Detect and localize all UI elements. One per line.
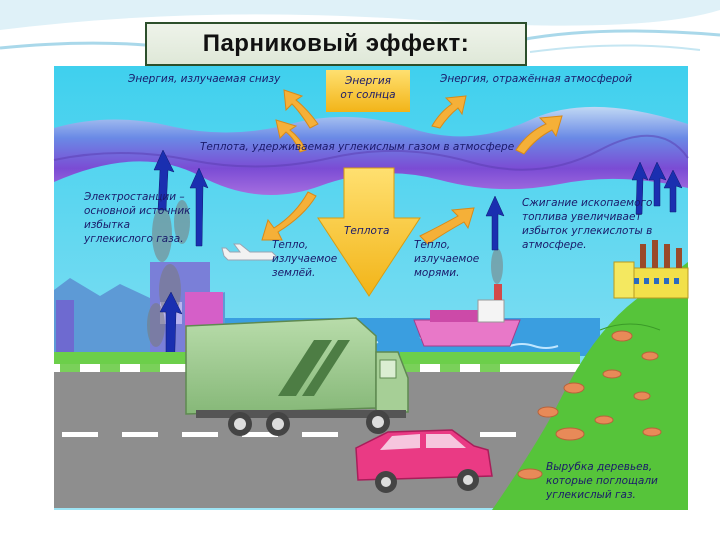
- cargo-ship: [413, 284, 521, 347]
- label-trees-1: Вырубка деревьев,: [546, 461, 652, 473]
- label-power-4: углекислого газа.: [83, 233, 184, 245]
- label-energy-reflected: Энергия, отражённая атмосферой: [439, 73, 632, 85]
- truck: [185, 317, 409, 436]
- label-heat: Теплота: [344, 225, 389, 237]
- sun-energy-arrow: [317, 70, 421, 297]
- label-energy-sun-2: от солнца: [340, 89, 395, 101]
- label-energy-sun-1: Энергия: [344, 75, 391, 87]
- reflected-arrows: [261, 89, 563, 245]
- label-power-2: основной источник: [84, 205, 191, 217]
- label-heat-retained: Теплота, удерживаемая углекислым газом в…: [200, 141, 514, 153]
- label-fuel-4: атмосфере.: [522, 239, 587, 251]
- slide-title: Парниковый эффект:: [202, 30, 470, 57]
- label-earth-1: Тепло,: [272, 239, 308, 251]
- car: [355, 429, 493, 493]
- label-earth-2: излучаемое: [272, 253, 337, 265]
- label-power-1: Электростанции –: [83, 191, 185, 203]
- label-sea-2: излучаемое: [414, 253, 479, 265]
- label-earth-3: землёй.: [272, 267, 315, 279]
- label-sea-1: Тепло,: [414, 239, 450, 251]
- label-fuel-2: топлива увеличивает: [522, 211, 642, 223]
- label-trees-3: углекислый газ.: [545, 489, 636, 501]
- tree-stumps: [517, 330, 662, 480]
- label-fuel-3: избыток углекислоты в: [522, 225, 652, 237]
- airplane: [221, 243, 277, 261]
- hill: [492, 262, 688, 510]
- title-banner: Парниковый эффект:: [145, 22, 527, 66]
- diagram-labels: Энергия, излучаемая снизу Энергия от сол…: [83, 73, 658, 501]
- header-decoration: [0, 0, 720, 53]
- factory: [613, 240, 689, 299]
- label-energy-from-below: Энергия, излучаемая снизу: [127, 73, 281, 85]
- label-power-3: избытка: [84, 219, 130, 231]
- label-fuel-1: Сжигание ископаемого: [522, 197, 652, 209]
- label-trees-2: которые поглощали: [546, 475, 658, 487]
- label-sea-3: морями.: [414, 267, 459, 279]
